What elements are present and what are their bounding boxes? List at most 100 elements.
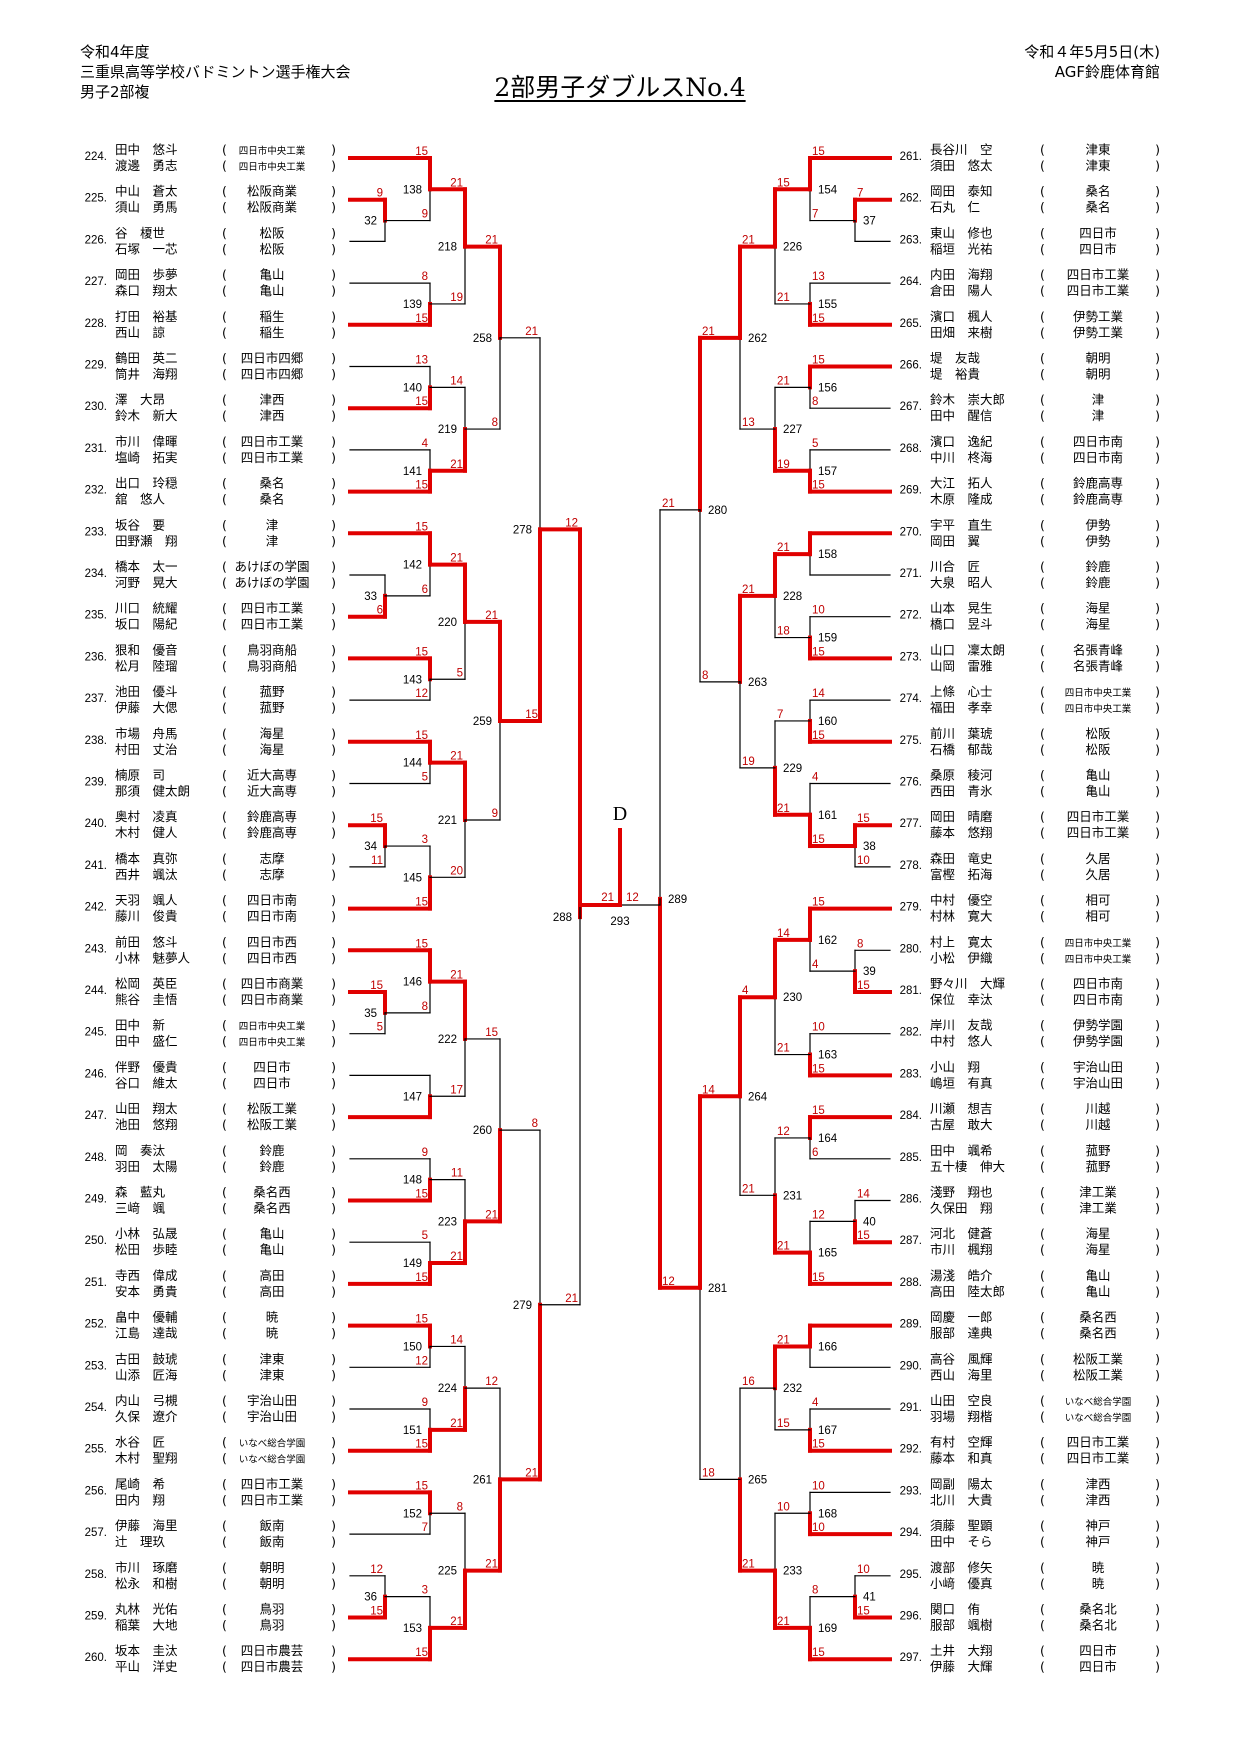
match-number: 167 bbox=[818, 1425, 837, 1437]
score-label: 21 bbox=[742, 235, 755, 247]
player-name: 寺西 偉成 bbox=[115, 1268, 178, 1283]
team-name: 亀山 bbox=[259, 1242, 284, 1257]
team-name: 近大高専 bbox=[247, 784, 297, 799]
team-paren: ) bbox=[1155, 1518, 1160, 1533]
team-name: 津西 bbox=[259, 408, 284, 423]
entry-number: 227. bbox=[85, 276, 107, 288]
team-name: 朝明 bbox=[1085, 351, 1110, 366]
team-paren: ) bbox=[1155, 1643, 1160, 1658]
player-name: 久保田 翔 bbox=[930, 1201, 993, 1216]
team-name: 松阪工業 bbox=[247, 1101, 298, 1116]
event-date-venue: 令和４年5月5日(木) AGF鈴鹿体育館 bbox=[1024, 42, 1160, 82]
team-name: 鈴鹿 bbox=[1085, 559, 1110, 574]
team-paren: ( bbox=[1040, 200, 1045, 215]
team-name: 高田 bbox=[259, 1268, 284, 1283]
player-name: 西山 海里 bbox=[930, 1367, 993, 1382]
team-paren: ( bbox=[1040, 1618, 1045, 1633]
score-label: 7 bbox=[857, 188, 863, 200]
team-name: 松阪 bbox=[1085, 742, 1111, 757]
team-paren: ( bbox=[222, 1268, 227, 1283]
team-name: 津東 bbox=[1085, 158, 1111, 173]
team-name: 四日市中央工業 bbox=[1065, 953, 1132, 965]
entry-number: 237. bbox=[85, 693, 107, 705]
match-number: 149 bbox=[403, 1258, 422, 1270]
match-number: 281 bbox=[708, 1283, 727, 1295]
team-paren: ) bbox=[1155, 893, 1160, 908]
team-paren: ( bbox=[222, 1185, 227, 1200]
player-name: 谷口 維太 bbox=[115, 1075, 178, 1090]
team-paren: ( bbox=[1040, 1242, 1045, 1257]
player-name: 松田 歩睦 bbox=[115, 1242, 178, 1257]
player-name: 伊藤 海里 bbox=[115, 1518, 178, 1533]
team-name: 伊勢 bbox=[1085, 533, 1111, 548]
score-label: 9 bbox=[492, 808, 498, 820]
team-paren: ( bbox=[1040, 1409, 1045, 1424]
entry-number: 232. bbox=[85, 485, 107, 497]
team-name: 四日市南 bbox=[1073, 434, 1123, 449]
player-name: 小山 翔 bbox=[930, 1059, 980, 1074]
team-name: 伊勢 bbox=[1085, 517, 1111, 532]
team-paren: ( bbox=[1040, 1560, 1045, 1575]
entry-number: 276. bbox=[900, 777, 922, 789]
player-name: 藤本 和真 bbox=[930, 1451, 993, 1466]
player-name: 坂本 圭汰 bbox=[115, 1643, 178, 1658]
team-paren: ( bbox=[222, 184, 227, 199]
team-paren: ( bbox=[222, 1143, 227, 1158]
score-label: 15 bbox=[415, 730, 428, 742]
team-paren: ) bbox=[331, 184, 336, 199]
page-title-text: 2部男子ダブルスNo.4 bbox=[494, 73, 746, 102]
team-name: 四日市工業 bbox=[241, 434, 304, 449]
player-name: 谷 榎世 bbox=[115, 225, 165, 240]
team-paren: ( bbox=[1040, 617, 1045, 632]
team-paren: ) bbox=[331, 1242, 336, 1257]
entry-number: 244. bbox=[85, 985, 107, 997]
team-paren: ) bbox=[331, 158, 336, 173]
team-paren: ) bbox=[1155, 992, 1160, 1007]
entry-number: 233. bbox=[85, 526, 107, 538]
team-paren: ) bbox=[1155, 434, 1160, 449]
score-label: 15 bbox=[857, 813, 870, 825]
entry-number: 263. bbox=[900, 234, 922, 246]
entry-number: 259. bbox=[85, 1611, 107, 1623]
team-name: 津東 bbox=[1085, 142, 1111, 157]
team-paren: ( bbox=[1040, 283, 1045, 298]
score-label: 5 bbox=[422, 1230, 428, 1242]
player-name: 長谷川 空 bbox=[930, 142, 993, 157]
team-name: 菰野 bbox=[259, 700, 285, 715]
team-paren: ( bbox=[1040, 351, 1045, 366]
player-name: 松月 陸瑠 bbox=[115, 658, 178, 673]
team-paren: ) bbox=[1155, 142, 1160, 157]
team-paren: ) bbox=[1155, 768, 1160, 783]
match-number: 152 bbox=[403, 1508, 422, 1520]
match-number: 38 bbox=[863, 841, 876, 853]
score-label: 12 bbox=[415, 688, 428, 700]
team-name: 鈴鹿 bbox=[1085, 575, 1110, 590]
match-number: 144 bbox=[403, 758, 423, 770]
team-paren: ) bbox=[331, 559, 336, 574]
match-number: 166 bbox=[818, 1341, 837, 1353]
score-label: 12 bbox=[662, 1276, 675, 1288]
team-paren: ) bbox=[1155, 1310, 1160, 1325]
player-name: 湯淺 皓介 bbox=[930, 1268, 993, 1283]
team-paren: ( bbox=[1040, 1518, 1045, 1533]
team-name: 四日市四郷 bbox=[241, 351, 304, 366]
player-name: 岡副 陽太 bbox=[930, 1476, 993, 1491]
team-name: 四日市南 bbox=[247, 909, 297, 924]
final-match-number: 293 bbox=[610, 916, 629, 928]
score-label: 14 bbox=[812, 688, 825, 700]
match-number: 223 bbox=[438, 1216, 457, 1228]
match-number: 224 bbox=[438, 1383, 458, 1395]
team-name: 四日市中央工業 bbox=[239, 161, 306, 173]
match-number: 233 bbox=[783, 1566, 802, 1578]
player-name: 岸川 友哉 bbox=[930, 1018, 993, 1033]
score-label: 12 bbox=[565, 517, 578, 529]
team-paren: ( bbox=[222, 476, 227, 491]
entry-number: 248. bbox=[85, 1152, 107, 1164]
entry-number: 241. bbox=[85, 860, 107, 872]
entry-number: 238. bbox=[85, 735, 107, 747]
team-paren: ) bbox=[331, 1560, 336, 1575]
player-name: 池田 悠翔 bbox=[115, 1117, 178, 1132]
score-label: 21 bbox=[662, 498, 675, 510]
team-name: 桑名西 bbox=[253, 1185, 291, 1200]
score-label: 10 bbox=[857, 1564, 870, 1576]
